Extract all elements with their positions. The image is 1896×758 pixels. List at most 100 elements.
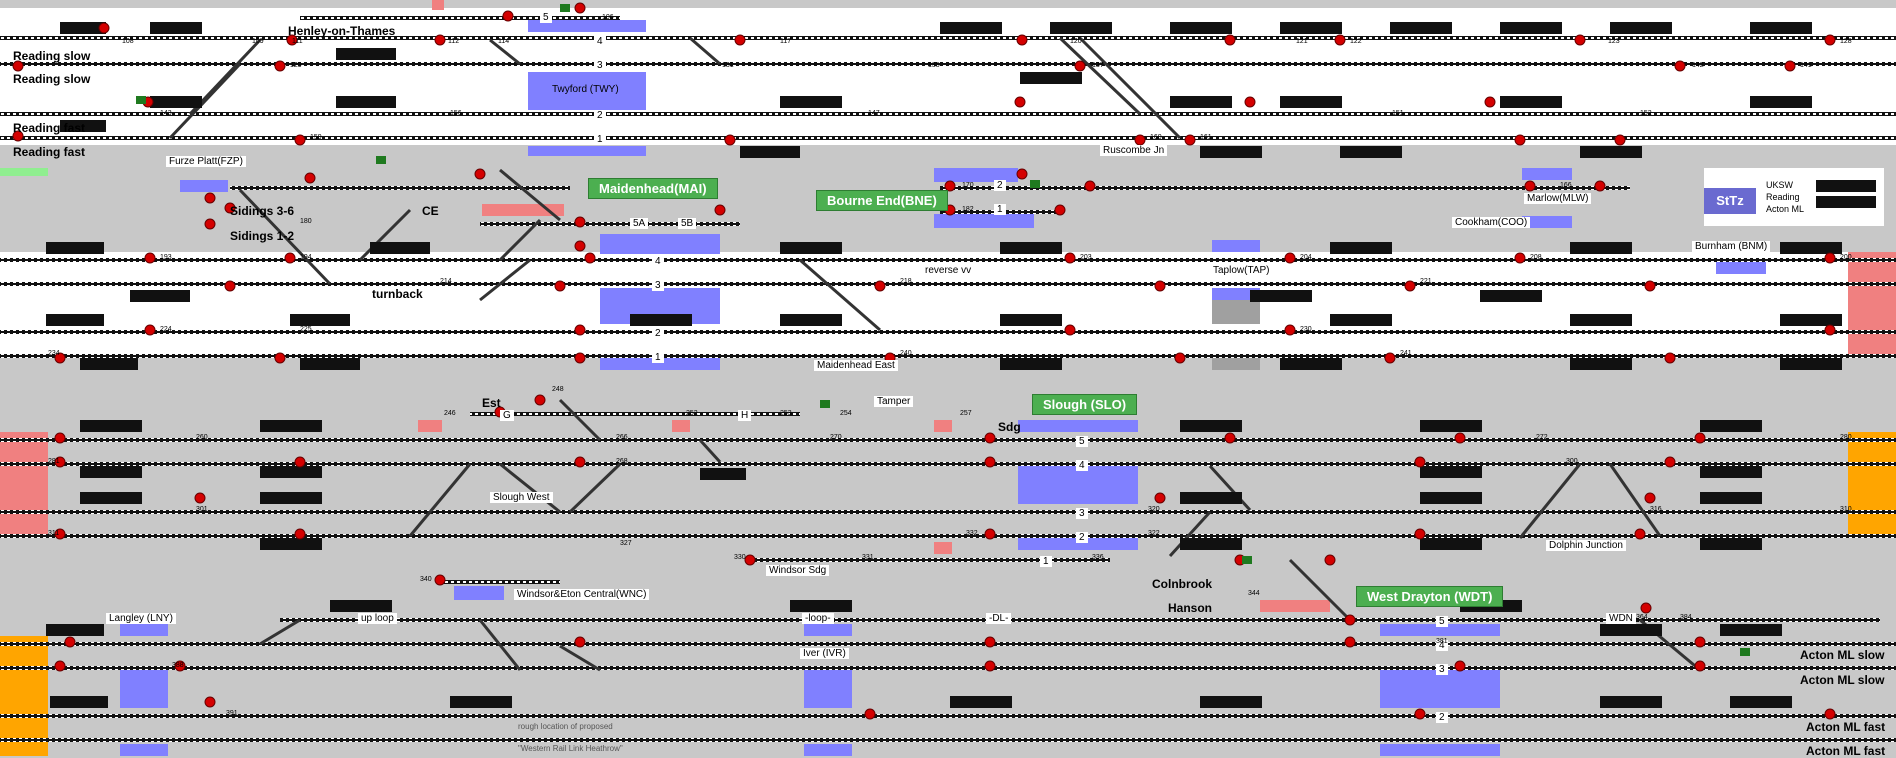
signal-number[interactable]: 218 [900, 278, 912, 285]
signal-number[interactable]: 300 [1566, 458, 1578, 465]
station-maidenhead[interactable]: Maidenhead(MAI) [588, 178, 718, 199]
signal-number[interactable]: 384 [1680, 614, 1692, 621]
edge-block-red-right [1848, 252, 1896, 358]
legend-panel: StTz UKSW Reading Acton ML [1704, 168, 1884, 226]
signal-number[interactable]: 135 [928, 62, 940, 69]
signal-number[interactable]: 391 [226, 710, 238, 717]
signal-number[interactable]: 320 [1148, 506, 1160, 513]
signal-number[interactable]: 230 [1300, 326, 1312, 333]
signal-number[interactable]: 108 [122, 38, 134, 45]
signal-number[interactable]: 122 [1350, 38, 1362, 45]
signal-number[interactable]: 280 [1840, 434, 1852, 441]
signal-number[interactable]: 281 [48, 458, 60, 465]
signal-number[interactable]: 203 [1080, 254, 1092, 261]
signal-number[interactable]: 112 [448, 38, 460, 45]
signal-number[interactable]: 128 [1840, 38, 1852, 45]
platform-number: 1 [652, 352, 664, 363]
signal-number[interactable]: 156 [450, 110, 462, 117]
edge-block-green [0, 168, 48, 176]
legend-sttz-box[interactable]: StTz [1704, 188, 1756, 214]
signal-number[interactable]: 180 [300, 218, 312, 225]
signal-number[interactable]: 214 [440, 278, 452, 285]
signal-number[interactable]: 200 [1840, 254, 1852, 261]
signal-number[interactable]: 123 [1608, 38, 1620, 45]
signal-number[interactable]: 137 [1092, 62, 1104, 69]
signal-number[interactable]: 143 [160, 110, 172, 117]
signal-number[interactable]: 240 [900, 350, 912, 357]
signal-number[interactable]: 310 [1840, 506, 1852, 513]
signal-number[interactable]: 129 [290, 62, 302, 69]
signal-number[interactable]: 151 [1392, 110, 1404, 117]
signal-number[interactable]: 170 [962, 182, 974, 189]
tracks [0, 16, 1896, 742]
signal-number[interactable]: 270 [830, 434, 842, 441]
signal-number[interactable]: 194 [300, 254, 312, 261]
signal-number[interactable]: 147 [868, 110, 880, 117]
signal-number[interactable]: 142 [1692, 62, 1704, 69]
label-twyford: Twyford (TWY) [552, 84, 619, 95]
signal-number[interactable]: 364 [1636, 614, 1648, 621]
station-west-drayton[interactable]: West Drayton (WDT) [1356, 586, 1504, 607]
signal-number[interactable]: 131 [722, 62, 734, 69]
signal-number[interactable]: 266 [616, 434, 628, 441]
signal-number[interactable]: 260 [196, 434, 208, 441]
signal-number[interactable]: 224 [160, 326, 172, 333]
signal-number[interactable]: 221 [1420, 278, 1432, 285]
signal-number[interactable]: 381 [1436, 638, 1448, 645]
station-bourne-end[interactable]: Bourne End(BNE) [816, 190, 948, 211]
signal-number[interactable]: 106 [602, 14, 614, 21]
signal-number[interactable]: 330 [734, 554, 746, 561]
signal-number[interactable]: 159 [310, 134, 322, 141]
signal-number[interactable]: 109 [252, 38, 264, 45]
signal-number[interactable]: 327 [620, 540, 632, 547]
signal-number[interactable]: 248 [552, 386, 564, 393]
signal-number[interactable]: 340 [420, 576, 432, 583]
signal-number[interactable]: 268 [616, 458, 628, 465]
line-end-acton-fast: Acton ML fast [1806, 744, 1886, 758]
signal-number[interactable]: 241 [1400, 350, 1412, 357]
platform-number: 5 [1076, 436, 1088, 447]
signal-number[interactable]: 204 [1300, 254, 1312, 261]
signal-number[interactable]: 332 [966, 530, 978, 537]
signal-number[interactable]: 336 [1092, 554, 1104, 561]
signal-number[interactable]: 311 [48, 530, 60, 537]
signal-number[interactable]: 166 [1560, 182, 1572, 189]
signal-number[interactable]: 344 [1248, 590, 1260, 597]
signal-number[interactable]: 111 [292, 38, 303, 45]
signal-number[interactable]: 161 [1200, 134, 1212, 141]
signal-number[interactable]: 182 [962, 206, 974, 213]
platform-number: 5B [678, 218, 697, 229]
signal-number[interactable]: 141 [1800, 62, 1812, 69]
platform-number: 4 [652, 256, 664, 267]
signal-number[interactable]: 120 [1070, 38, 1082, 45]
signal-number[interactable]: 114 [498, 38, 510, 45]
signal-number[interactable]: 253 [780, 410, 792, 417]
signal-number[interactable]: 193 [160, 254, 172, 261]
signal-number[interactable]: 121 [1296, 38, 1308, 45]
signal-number[interactable]: 225 [300, 326, 312, 333]
signal-number[interactable]: 208 [1530, 254, 1542, 261]
signal-number[interactable]: 257 [960, 410, 972, 417]
line-end-reading-fast: Reading fast [13, 121, 86, 135]
signal-number[interactable]: 117 [780, 38, 792, 45]
signal-number[interactable]: 234 [48, 350, 60, 357]
signal-number[interactable]: 316 [1650, 506, 1662, 513]
label-turnback: turnback [372, 287, 423, 301]
signal-number[interactable]: 322 [1148, 530, 1160, 537]
signal-number[interactable]: 301 [196, 506, 208, 513]
signal-number[interactable]: 252 [686, 410, 698, 417]
signal-number[interactable]: 331 [862, 554, 874, 561]
label-windsor-sdg: Windsor Sdg [766, 565, 830, 576]
signal-number[interactable]: 254 [840, 410, 852, 417]
label-colnbrook: Colnbrook [1152, 577, 1212, 591]
signal-number[interactable]: 272 [1536, 434, 1548, 441]
signal-number[interactable]: 246 [444, 410, 456, 417]
line-end-reading-fast: Reading fast [13, 145, 86, 159]
platform-number: 4 [1436, 640, 1448, 651]
signal-number[interactable]: 388 [172, 662, 184, 669]
signal-number[interactable]: 160 [1150, 134, 1162, 141]
label-iver: Iver (IVR) [800, 648, 849, 659]
signal-number[interactable]: 152 [1640, 110, 1652, 117]
station-slough[interactable]: Slough (SLO) [1032, 394, 1138, 415]
